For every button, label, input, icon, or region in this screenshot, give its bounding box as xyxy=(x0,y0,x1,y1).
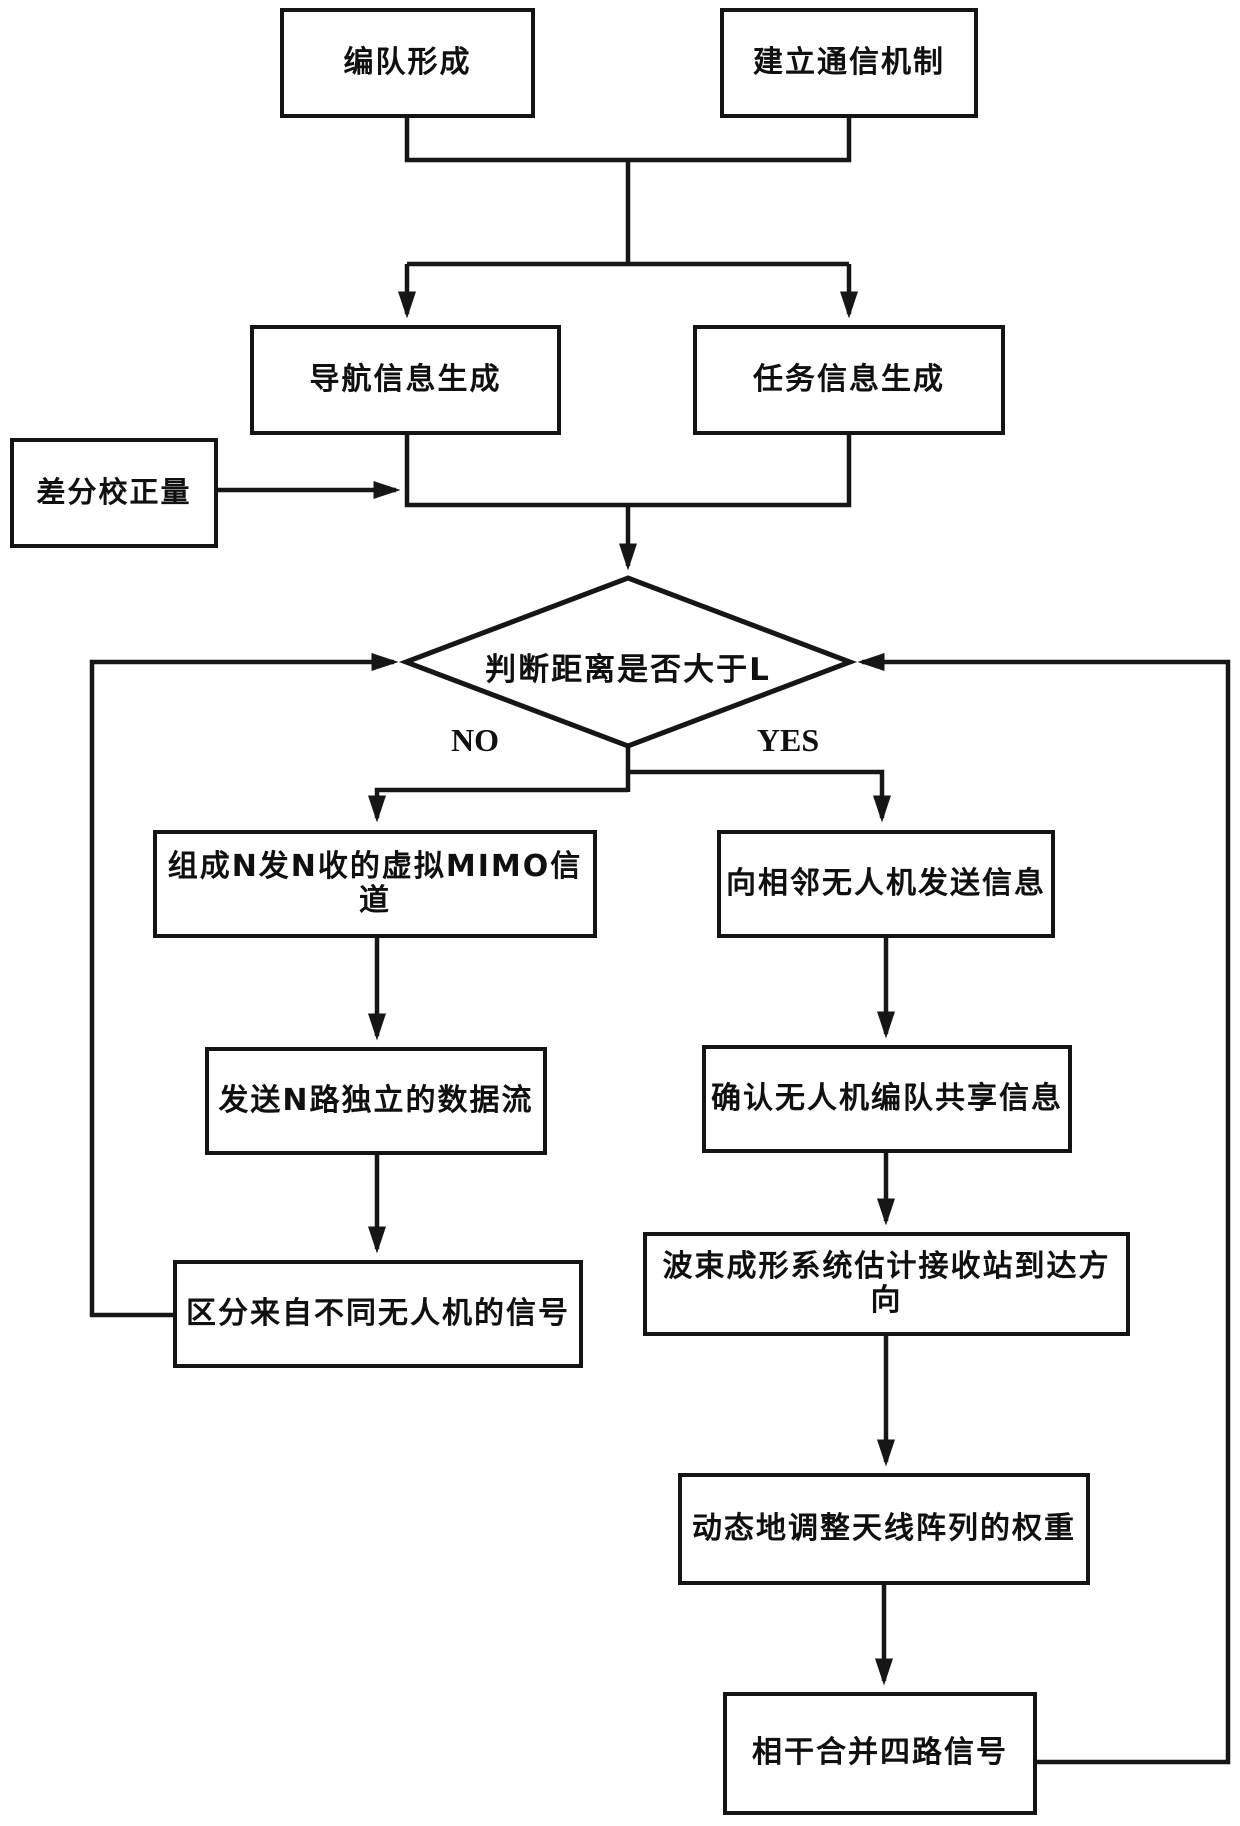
node-diff-correction: 差分校正量 xyxy=(10,438,218,548)
node-send-info-neighbors-label: 向相邻无人机发送信息 xyxy=(726,865,1046,901)
yes-text: YES xyxy=(756,722,820,758)
node-beamform-estimate: 波束成形系统估计接收站到达方向 xyxy=(643,1232,1130,1336)
decision-text: 判断距离是否大于L xyxy=(485,652,771,688)
edge-no-loopback xyxy=(89,653,399,1318)
node-send-n-streams-label: 发送N路独立的数据流 xyxy=(218,1082,534,1118)
edge-no-branch xyxy=(368,787,628,823)
node-decision-label: 判断距离是否大于L xyxy=(468,644,788,689)
branch-label-no: NO xyxy=(430,722,520,759)
edge-row1-merge xyxy=(404,118,852,163)
node-send-info-neighbors: 向相邻无人机发送信息 xyxy=(717,830,1055,938)
node-distinguish-signals: 区分来自不同无人机的信号 xyxy=(173,1260,583,1368)
node-confirm-shared-info: 确认无人机编队共享信息 xyxy=(702,1045,1072,1153)
node-nav-info-label: 导航信息生成 xyxy=(309,361,502,397)
node-coherent-combine: 相干合并四路信号 xyxy=(723,1692,1037,1815)
node-establish-comm: 建立通信机制 xyxy=(720,8,978,118)
node-beamform-estimate-label: 波束成形系统估计接收站到达方向 xyxy=(662,1248,1111,1318)
node-task-info-label: 任务信息生成 xyxy=(753,361,945,397)
branch-label-yes: YES xyxy=(740,722,836,759)
node-adjust-antenna-weights-label: 动态地调整天线阵列的权重 xyxy=(692,1510,1076,1546)
node-task-info: 任务信息生成 xyxy=(693,325,1005,435)
node-adjust-antenna-weights: 动态地调整天线阵列的权重 xyxy=(678,1473,1090,1585)
no-text: NO xyxy=(451,722,499,758)
node-send-n-streams: 发送N路独立的数据流 xyxy=(205,1047,547,1155)
node-formation-label: 编队形成 xyxy=(343,44,472,80)
node-distinguish-signals-label: 区分来自不同无人机的信号 xyxy=(186,1295,570,1331)
node-coherent-combine-label: 相干合并四路信号 xyxy=(752,1735,1008,1771)
node-diff-correction-label: 差分校正量 xyxy=(36,475,192,510)
node-virtual-mimo-label: 组成N发N收的虚拟MIMO信道 xyxy=(167,848,583,918)
edge-yes-loopback xyxy=(857,653,1231,1765)
node-virtual-mimo: 组成N发N收的虚拟MIMO信道 xyxy=(153,830,597,938)
node-confirm-shared-info-label: 确认无人机编队共享信息 xyxy=(711,1080,1063,1116)
node-formation: 编队形成 xyxy=(280,8,535,118)
node-nav-info: 导航信息生成 xyxy=(250,325,561,435)
edge-yes-branch xyxy=(628,769,891,823)
node-establish-comm-label: 建立通信机制 xyxy=(753,44,945,80)
edge-row2-merge xyxy=(404,435,852,508)
